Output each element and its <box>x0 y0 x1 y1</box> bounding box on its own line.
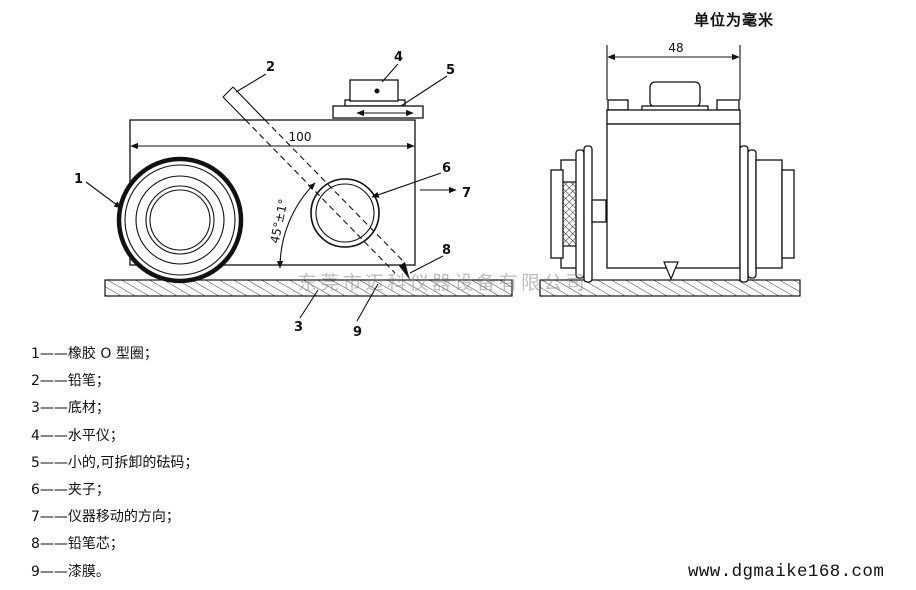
leader-9 <box>356 283 379 322</box>
front-instrument-body <box>606 123 741 269</box>
right-wheel-outer-plate <box>781 169 795 259</box>
rubber-o-ring-wheel <box>116 156 244 284</box>
right-wheel-drum <box>755 159 783 269</box>
pencil-edge-lower <box>222 96 246 121</box>
clamp-inner-ring <box>315 183 375 243</box>
level-housing <box>349 79 399 102</box>
leader-1 <box>85 181 122 209</box>
legend-item-1: 1——橡胶 O 型圈； <box>31 346 158 362</box>
side-substrate-plate <box>104 279 513 297</box>
wheel-rim <box>135 175 225 265</box>
legend-item-6: 6——夹子； <box>31 482 110 499</box>
wheel-hub-outer <box>145 185 215 255</box>
legend-item-7: 7——仪器移动的方向； <box>31 509 180 526</box>
front-right-ear <box>716 99 740 111</box>
left-o-ring-2 <box>583 145 593 283</box>
callout-2: 2 <box>266 60 275 75</box>
left-o-ring-1 <box>575 149 585 279</box>
right-o-ring-2 <box>747 149 757 279</box>
leader-3 <box>299 289 319 319</box>
legend-item-2: 2——铅笔； <box>31 373 110 390</box>
left-axle-stub <box>591 199 607 223</box>
legend-item-3: 3——底材； <box>31 400 110 417</box>
front-right-wheel <box>739 145 795 283</box>
front-top-band <box>606 109 741 125</box>
legend-list: 1——橡胶 O 型圈； 2——铅笔； 3——底材； 4——水平仪； 5——小的,… <box>31 341 198 586</box>
width-dimension-label: 48 <box>668 41 683 55</box>
callout-3: 3 <box>294 320 303 335</box>
left-wheel-outer-plate <box>550 169 564 259</box>
watermark: 东莞市迈科仪器设备有限公司 <box>298 272 588 294</box>
callout-8: 8 <box>442 243 451 258</box>
pencil <box>222 86 410 280</box>
legend-item-9: 9——漆膜。 <box>31 563 110 580</box>
front-pencil-tip <box>663 261 679 281</box>
front-view: 48 <box>539 41 801 297</box>
callout-1: 1 <box>74 172 83 187</box>
front-left-ear <box>607 99 629 111</box>
pencil-hidden-edge-upper <box>264 119 406 264</box>
o-ring-band <box>124 164 236 276</box>
leader-2 <box>235 73 267 93</box>
leader-5 <box>400 75 448 107</box>
leader-4 <box>381 63 399 83</box>
front-substrate-plate <box>539 279 801 297</box>
callout-5: 5 <box>446 63 455 78</box>
wheel-hub-inner <box>149 189 211 251</box>
right-o-ring-1 <box>739 145 749 283</box>
callout-6: 6 <box>442 161 451 176</box>
leader-8 <box>409 255 444 274</box>
pencil-hidden-edge-lower <box>245 119 396 274</box>
callout-9: 9 <box>353 325 362 340</box>
leader-6 <box>371 172 442 198</box>
front-left-wheel <box>550 145 607 283</box>
website-url: www.dgmaike168.com <box>688 562 885 582</box>
removable-weight <box>332 105 424 119</box>
pencil-end-cap <box>222 86 234 98</box>
pencil-lead <box>399 262 410 280</box>
o-ring-outer <box>116 156 244 284</box>
clamp <box>310 178 380 248</box>
callout-7: 7 <box>462 186 471 201</box>
length-dimension-label: 100 <box>289 130 312 144</box>
level-bubble <box>374 88 380 94</box>
legend-item-8: 8——铅笔芯； <box>31 536 124 553</box>
spirit-level <box>344 79 406 107</box>
legend-item-4: 4——水平仪； <box>31 427 124 444</box>
angle-arc <box>276 182 316 269</box>
pencil-edge-upper <box>232 86 266 121</box>
clamp-outer-ring <box>310 178 380 248</box>
callout-4: 4 <box>394 50 403 65</box>
front-level-knob <box>649 81 701 108</box>
side-view: 100 <box>74 50 513 340</box>
weight-plate <box>332 105 424 119</box>
legend-item-5: 5——小的,可拆卸的砝码； <box>31 454 199 471</box>
unit-note: 单位为毫米 <box>694 11 775 29</box>
